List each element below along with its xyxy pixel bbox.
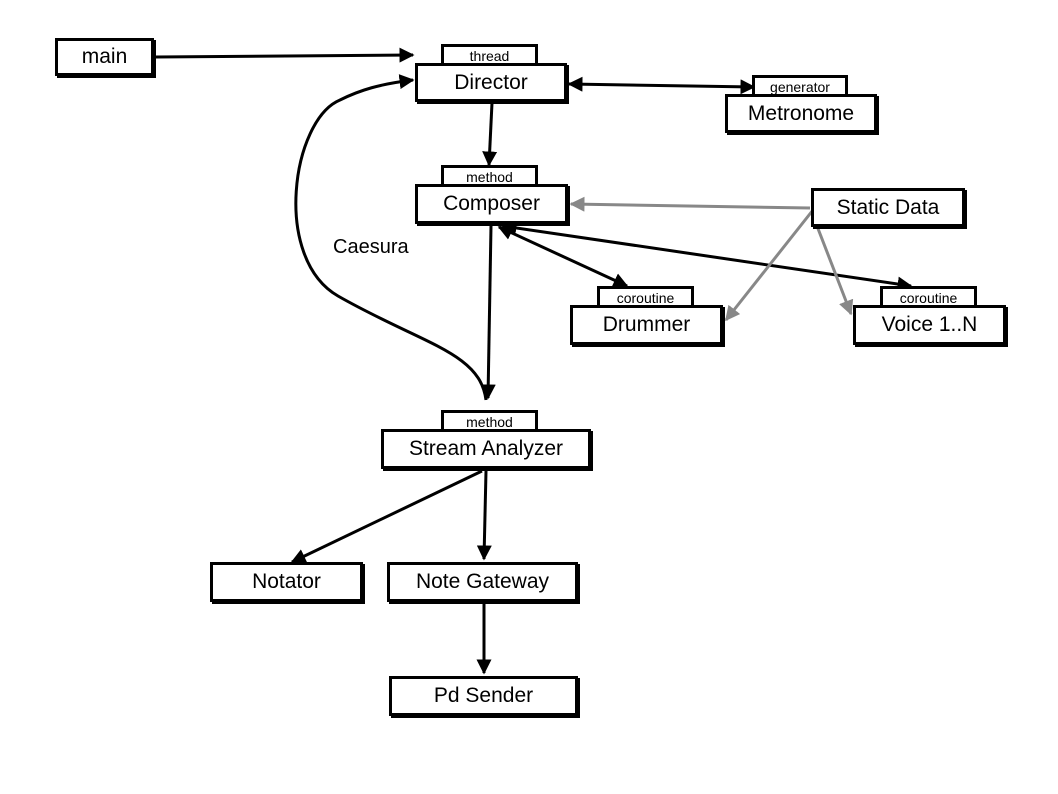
node-director: Director (415, 63, 567, 102)
node-main: main (55, 38, 154, 76)
node-note-gateway: Note Gateway (387, 562, 578, 602)
node-stream-analyzer: Stream Analyzer (381, 429, 591, 469)
node-drummer: Drummer (570, 305, 723, 345)
node-static-data: Static Data (811, 188, 965, 227)
edge-caesura (294, 74, 488, 401)
tag-method-stream-analyzer: method (441, 410, 538, 431)
edge-composer-stream-analyzer (480, 225, 496, 400)
edge-director-metronome (567, 76, 756, 95)
node-notator: Notator (210, 562, 363, 602)
edge-stream-analyzer-notator (290, 469, 483, 564)
node-metronome: Metronome (725, 94, 877, 133)
edge-static-data-composer (569, 196, 811, 212)
tag-generator: generator (752, 75, 848, 96)
edge-stream-analyzer-note-gateway (476, 470, 492, 561)
edge-static-data-voice (815, 225, 854, 316)
node-pd-sender: Pd Sender (389, 676, 578, 716)
tag-coroutine-voice: coroutine (880, 286, 977, 307)
tag-coroutine-drummer: coroutine (597, 286, 694, 307)
node-composer: Composer (415, 184, 568, 224)
tag-thread: thread (441, 44, 538, 65)
tag-method-composer: method (441, 165, 538, 186)
edge-composer-voice (501, 220, 913, 292)
node-voice: Voice 1..N (853, 305, 1006, 345)
edge-label-caesura: Caesura (333, 236, 409, 258)
edge-director-composer (482, 102, 498, 167)
edge-static-data-drummer (724, 209, 815, 322)
edge-main-director (155, 47, 415, 63)
